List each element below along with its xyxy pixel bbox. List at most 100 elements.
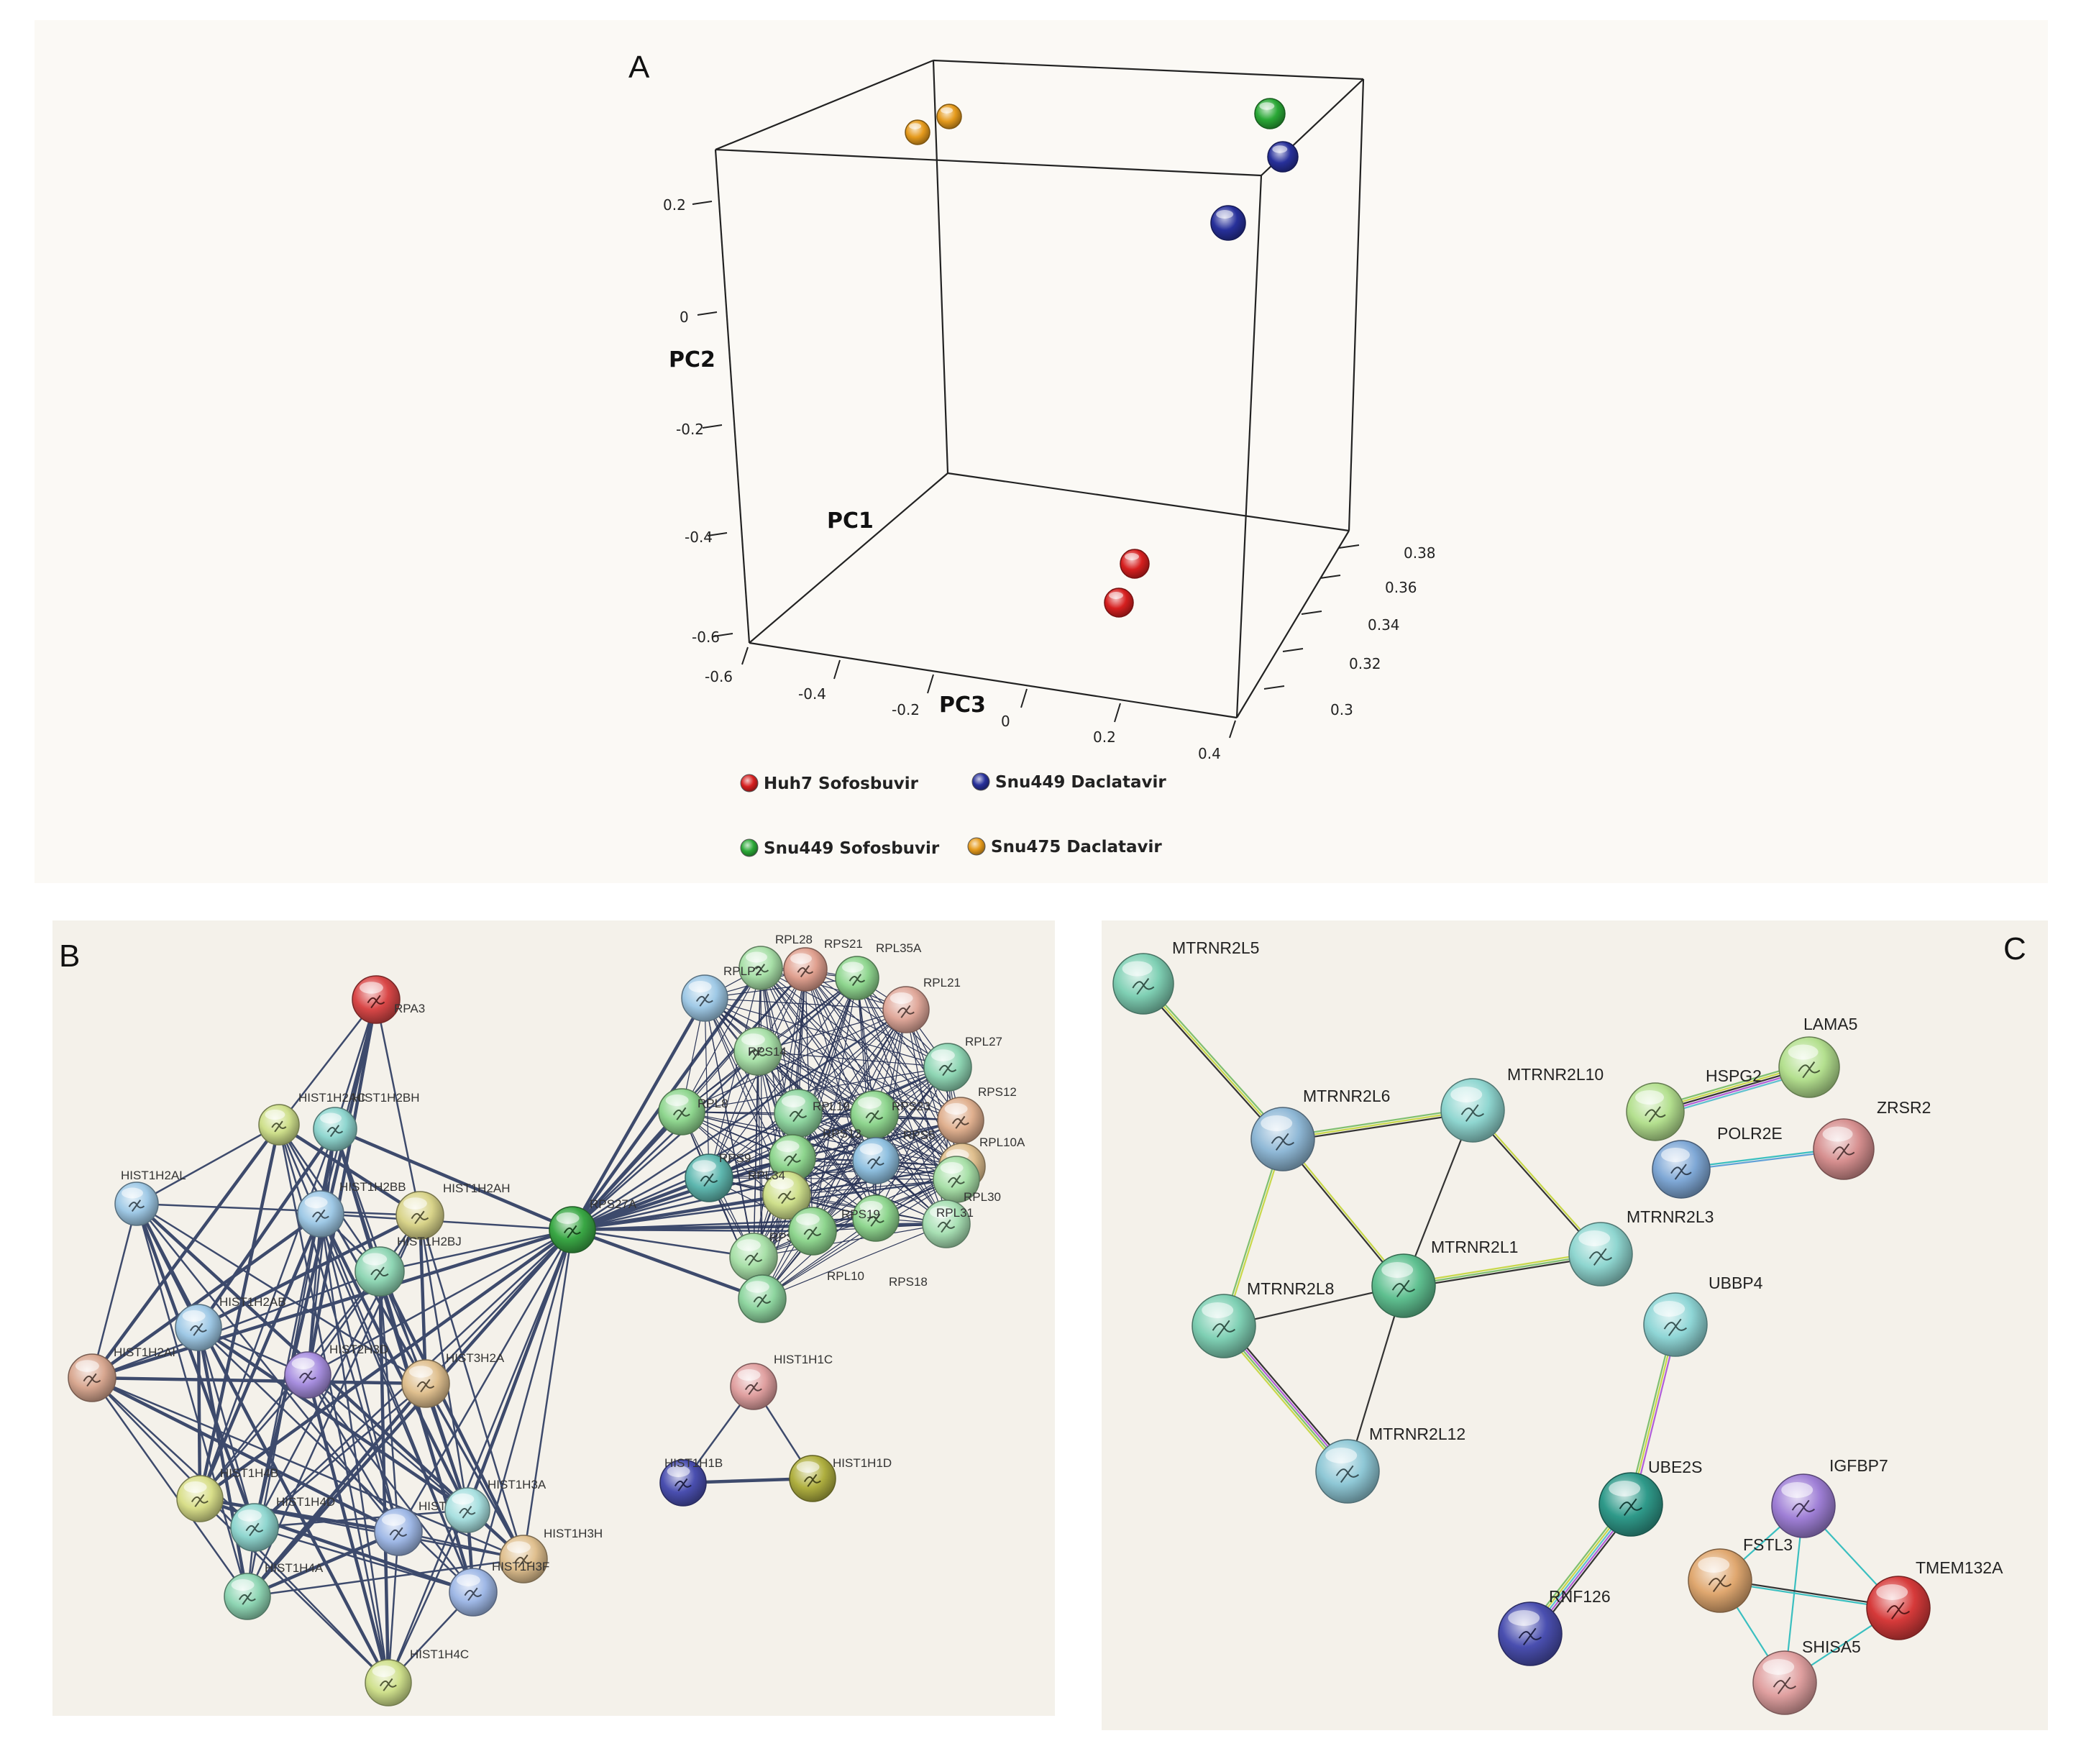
network-edge	[704, 997, 961, 1121]
network-edge	[757, 1051, 877, 1219]
protein-structure-icon	[951, 1115, 969, 1129]
network-edge	[792, 1157, 947, 1225]
pc2-tick-label: 0.2	[663, 196, 686, 214]
network-edge	[319, 1213, 470, 1511]
node-highlight	[408, 1366, 433, 1378]
node-highlight	[183, 1481, 207, 1493]
network-edge	[572, 1228, 763, 1301]
node-highlight	[790, 953, 812, 964]
protein-structure-icon	[1670, 1164, 1692, 1180]
node-highlight	[796, 1461, 820, 1473]
node-label: RNF126	[1549, 1587, 1611, 1606]
network-edge	[797, 1009, 907, 1114]
node-highlight	[857, 1097, 882, 1109]
node-label: HIST1H2AI	[114, 1345, 175, 1359]
network-edge	[306, 1213, 322, 1376]
node-highlight	[889, 992, 913, 1004]
network-edge	[378, 1271, 390, 1683]
network-edge	[378, 1271, 475, 1593]
node-highlight	[1578, 1230, 1611, 1246]
node-label: LAMA5	[1803, 1015, 1857, 1033]
node-label: RPS5	[903, 1128, 935, 1142]
node-highlight	[1876, 1584, 1908, 1600]
node-label: UBE2S	[1648, 1458, 1702, 1476]
node-highlight	[944, 1103, 968, 1115]
node-label: HIST2H3D	[329, 1343, 388, 1356]
network-edge	[522, 1229, 574, 1560]
node-label: HIST1H3F	[492, 1560, 549, 1573]
network-edge	[306, 999, 378, 1376]
legend-label: Snu475 Daclatavir	[991, 838, 1162, 856]
network-edge	[91, 1228, 573, 1380]
network-edge	[199, 1374, 308, 1499]
network-edge	[761, 1114, 875, 1299]
network-edge	[418, 1215, 428, 1384]
pc2-tick-label: -0.6	[692, 629, 720, 646]
network-edge	[797, 1066, 948, 1114]
network-edge	[757, 1051, 961, 1121]
protein-structure-icon	[849, 974, 866, 987]
network-edge	[681, 1111, 957, 1180]
node-highlight	[182, 1310, 206, 1322]
node-label: SHISA5	[1802, 1637, 1861, 1656]
pca-points	[905, 98, 1299, 618]
node-label: HIST3H2A	[446, 1351, 505, 1365]
legend-swatch	[971, 772, 990, 791]
legend-label: Huh7 Sofosbuvir	[764, 774, 919, 793]
node-label: RPS13	[823, 1127, 861, 1141]
protein-structure-icon	[753, 1294, 772, 1308]
network-edge	[753, 1223, 947, 1258]
network-edge	[704, 997, 907, 1010]
node-highlight	[1762, 1659, 1795, 1675]
node-label: RPS19	[841, 1207, 880, 1221]
node-highlight	[781, 1095, 805, 1107]
node-highlight	[746, 951, 767, 963]
network-edge	[254, 1383, 426, 1528]
node-label: RPS21	[824, 937, 863, 951]
network-edge	[278, 1124, 400, 1532]
protein-structure-icon	[866, 1156, 884, 1169]
node-highlight	[1822, 1126, 1853, 1142]
network-edge	[320, 1212, 573, 1231]
network-edge	[681, 967, 761, 1112]
network-edge	[757, 1051, 948, 1068]
network-edge	[704, 997, 793, 1159]
node-highlight	[372, 1665, 395, 1677]
network-edge	[753, 1114, 875, 1258]
network-edge	[306, 1128, 337, 1376]
protein-structure-icon	[1271, 1133, 1295, 1151]
network-edge	[572, 1228, 754, 1258]
node-highlight	[1450, 1087, 1483, 1102]
network-edge	[375, 999, 421, 1216]
node-label: RPS27A	[590, 1197, 637, 1211]
protein-structure-icon	[389, 1527, 408, 1541]
protein-structure-icon	[749, 1046, 767, 1061]
network-edge	[572, 1193, 787, 1232]
node-label: MTRNR2L10	[1507, 1065, 1604, 1084]
node-label: HIST1H2BB	[339, 1180, 406, 1194]
network-edge	[246, 1228, 574, 1598]
protein-structure-icon	[789, 1108, 808, 1123]
network-edge	[856, 977, 957, 1180]
node-label: HIST1H4C	[410, 1648, 469, 1661]
pca-legend: Huh7 Sofosbuvir Snu449 Daclatavir Snu449…	[740, 772, 1166, 858]
network-edge	[708, 1177, 957, 1180]
network-edge	[572, 1228, 813, 1233]
network-edge	[704, 977, 858, 999]
network-edge	[91, 1377, 249, 1597]
protein-structure-icon	[1460, 1104, 1485, 1122]
legend-item: Snu449 Daclatavir	[971, 772, 1166, 792]
network-edge	[708, 967, 761, 1179]
protein-structure-icon	[947, 1174, 965, 1188]
network-edge	[91, 1376, 400, 1534]
protein-structure-icon	[514, 1554, 533, 1568]
protein-structure-icon	[1798, 1061, 1821, 1079]
pc3-tick-label: -0.4	[798, 685, 826, 703]
pc3-tick-label: 0	[1001, 713, 1010, 730]
pc2-tick-label: 0	[680, 309, 689, 326]
network-edge	[1404, 1256, 1601, 1289]
network-edge	[252, 999, 378, 1528]
network-edge	[708, 1166, 963, 1179]
legend-swatch	[740, 774, 759, 792]
network-edge	[197, 1213, 421, 1330]
